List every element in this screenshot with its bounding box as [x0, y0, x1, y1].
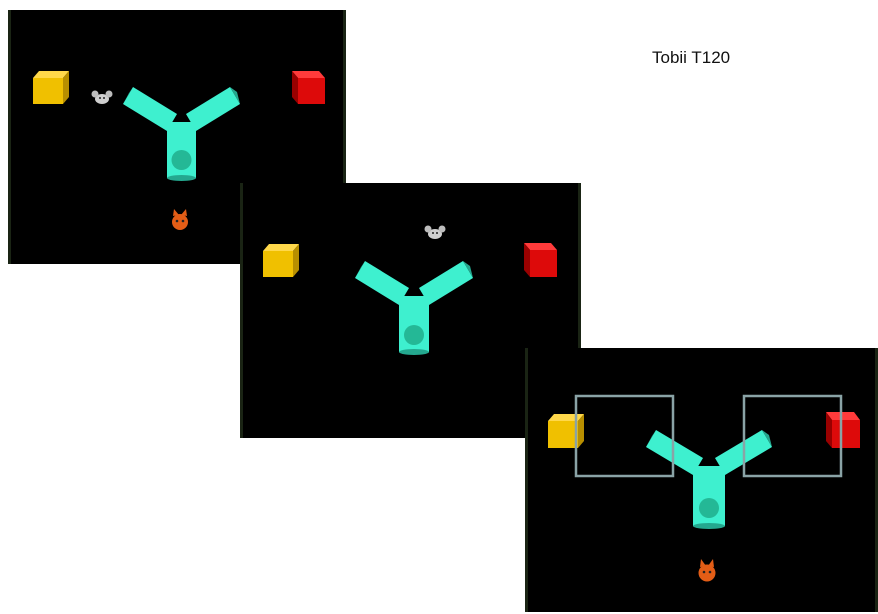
stimulus-frame-3 — [525, 348, 878, 612]
mouse-icon — [92, 91, 113, 105]
yellow-cube-icon — [33, 71, 69, 104]
red-cube-icon — [292, 71, 325, 104]
y-tube-icon — [123, 87, 240, 181]
red-cube-icon — [826, 412, 860, 448]
y-tube-icon — [355, 261, 473, 355]
cat-icon — [699, 559, 716, 582]
yellow-cube-icon — [263, 244, 299, 277]
yellow-cube-icon — [548, 414, 584, 448]
red-cube-icon — [524, 243, 557, 277]
cat-icon — [172, 209, 188, 230]
device-label: Tobii T120 — [652, 48, 730, 68]
mouse-icon — [425, 226, 446, 240]
frame-3-canvas — [528, 348, 875, 612]
y-tube-icon — [646, 430, 772, 529]
